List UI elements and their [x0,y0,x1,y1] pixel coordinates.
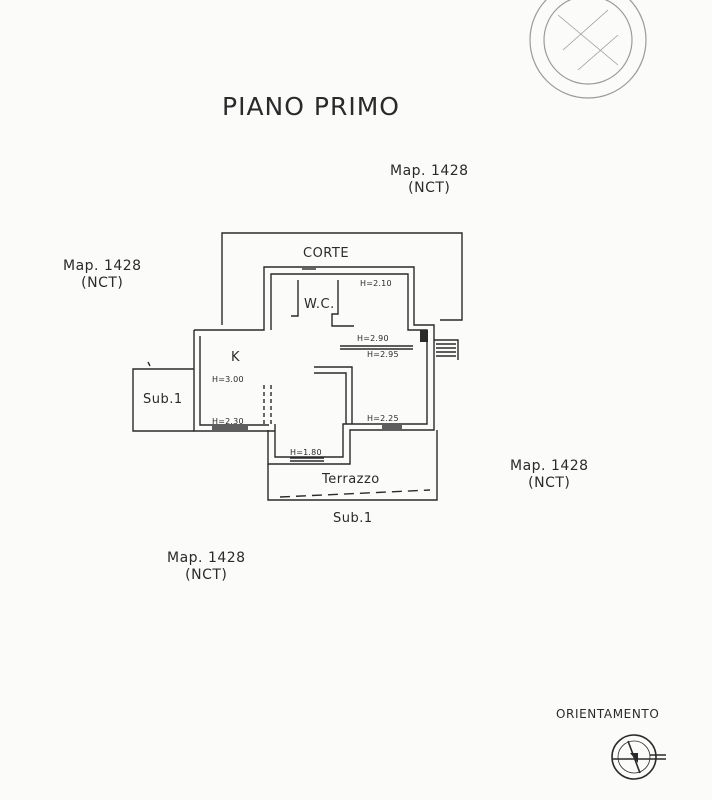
window-bottom-1 [290,457,324,462]
parcel-label-east: Map. 1428 (NCT) [510,458,589,492]
height-label-295: H=2.95 [367,350,399,359]
height-label-180: H=1.80 [290,448,322,457]
height-label-225: H=2.25 [367,414,399,423]
room-label-wc: W.C. [304,297,335,312]
height-label-210: H=2.10 [360,279,392,288]
room-label-corte: CORTE [303,246,350,261]
internal-wall-1 [340,345,413,350]
window-right [382,425,402,429]
room-label-kitchen: K [231,350,241,365]
terrazzo-dashed [279,489,431,498]
parcel-north-line1: Map. 1428 [390,163,469,179]
page-title: PIANO PRIMO [222,92,400,121]
height-label-300: H=3.00 [212,375,244,384]
internal-wall-2 [314,366,353,424]
small-tick [147,361,151,367]
room-label-sub-left: Sub.1 [143,392,183,407]
stair-post [420,330,428,342]
compass-rose [611,734,666,780]
parcel-west-line2: (NCT) [81,275,124,291]
terrazzo-outline [267,430,438,501]
orientation-label: ORIENTAMENTO [556,707,660,721]
height-label-290: H=2.90 [357,334,389,343]
parcel-label-southwest: Map. 1428 (NCT) [167,550,246,584]
building-inner-wall [270,273,428,458]
parcel-west-line1: Map. 1428 [63,258,142,274]
parcel-east-line1: Map. 1428 [510,458,589,474]
room-label-terrazzo: Terrazzo [322,472,380,487]
sub-left-outline [132,368,194,432]
parcel-southwest-line2: (NCT) [185,567,228,583]
parcel-label-west: Map. 1428 (NCT) [63,258,142,292]
kitchen-inner [199,336,269,426]
window-bottom-2 [212,426,248,430]
parcel-southwest-line1: Map. 1428 [167,550,246,566]
stamp-seal [529,0,647,99]
corte-outline [221,232,463,325]
room-label-sub-bottom: Sub.1 [333,511,373,526]
parcel-east-line2: (NCT) [528,475,571,491]
wc-partition [291,280,354,327]
parcel-north-line2: (NCT) [408,180,451,196]
parcel-label-north: Map. 1428 (NCT) [390,163,469,197]
building-outer-wall [263,266,435,465]
height-label-230: H=2.30 [212,417,244,426]
stairs [434,339,459,360]
